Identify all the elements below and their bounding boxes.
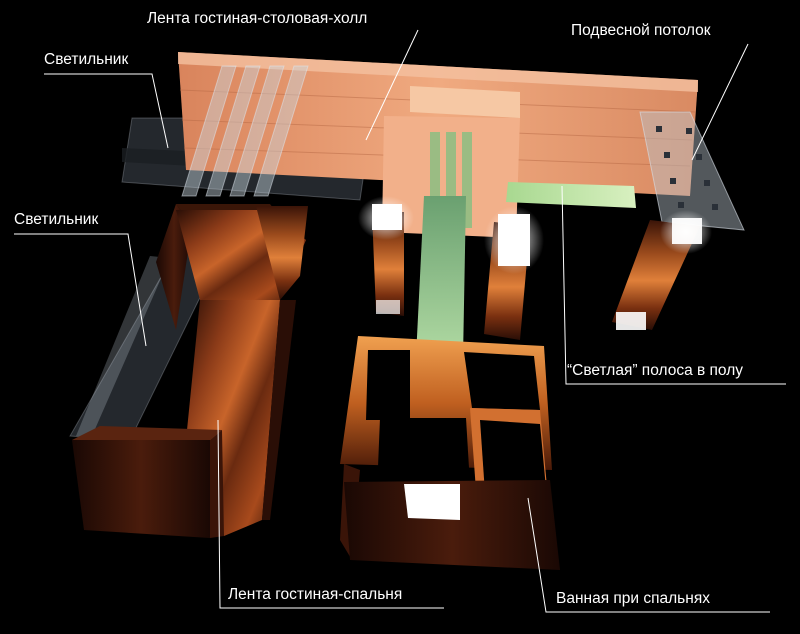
label-lamp-top: Светильник [44,51,129,68]
tape-living-dining-hall-panel [178,52,698,238]
leader-bathroom-bedrooms [527,497,770,613]
label-bathroom-bedrooms: Ванная при спальнях [556,590,710,607]
leader-lines [14,29,786,613]
label-tape-living-bedroom: Лента гостиная-спальня [228,586,403,603]
center-pillars [358,196,544,340]
leader-light-strip-floor [561,185,786,385]
leader-lamp-top [44,73,169,149]
label-light-strip-floor: “Светлая” полоса в полу [567,362,744,379]
leader-tape-living-dining-hall [365,29,419,141]
leader-lamp-left [14,233,147,347]
leader-tape-living-bedroom [217,419,444,609]
light-strip-horizontal [506,182,636,208]
label-suspended-ceiling: Подвесной потолок [571,22,711,39]
tape-living-bedroom [72,204,308,538]
suspended-ceiling-panel [639,111,745,231]
label-tape-living-dining-hall: Лента гостиная-столовая-холл [147,10,368,27]
lamp-louvres [181,65,309,197]
label-lamp-left: Светильник [14,211,99,228]
bathroom-bedrooms-box [340,336,560,570]
hall-green-strips [430,132,472,228]
leader-suspended-ceiling [691,43,749,161]
right-pillar [612,210,712,330]
